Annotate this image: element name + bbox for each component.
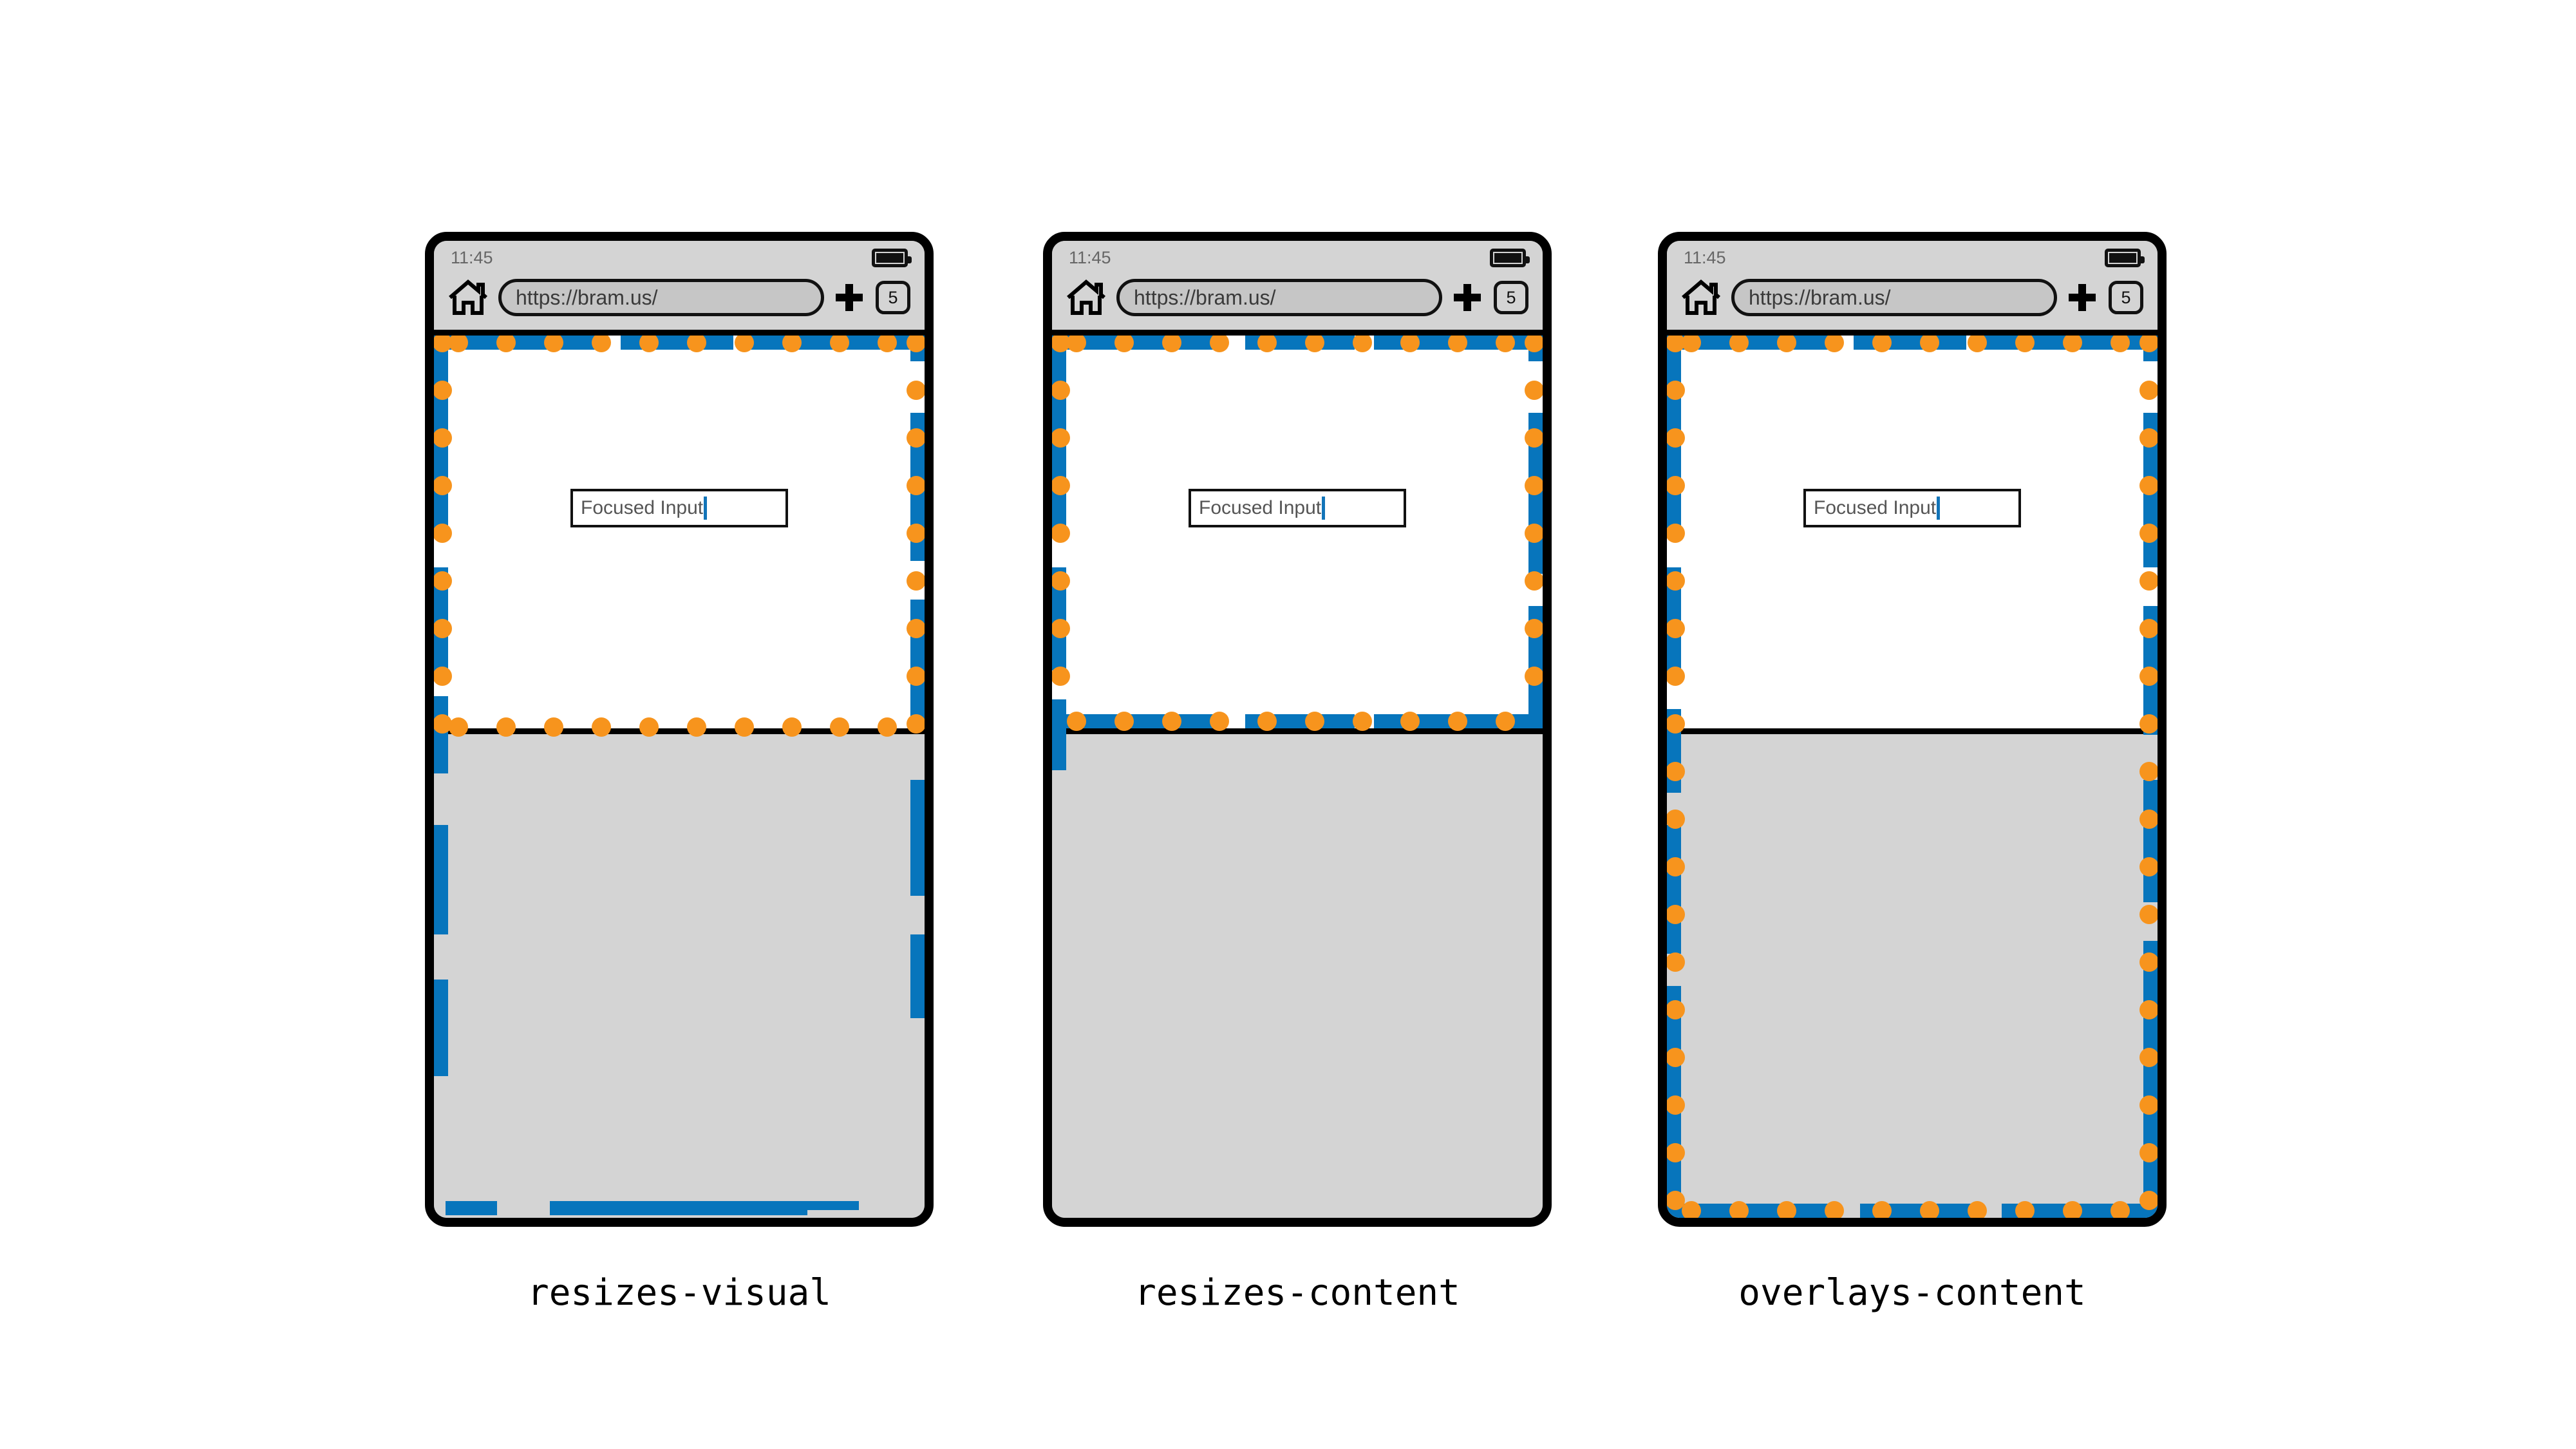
web-content-area: Focused Input xyxy=(434,336,925,734)
caption-overlays-content: overlays-content xyxy=(1738,1272,2086,1314)
url-text: https://bram.us/ xyxy=(1134,286,1276,309)
status-bar: 11:45 xyxy=(434,241,925,270)
url-text: https://bram.us/ xyxy=(516,286,658,309)
browser-toolbar: https://bram.us/ 5 xyxy=(1667,270,2158,330)
phone-viewport: Focused Input xyxy=(434,336,925,1218)
focused-input-value: Focused Input xyxy=(581,497,704,518)
tab-count-button[interactable]: 5 xyxy=(1494,281,1528,314)
focused-input-field[interactable]: Focused Input xyxy=(1189,489,1406,527)
focused-input-field[interactable]: Focused Input xyxy=(1803,489,2021,527)
status-bar: 11:45 xyxy=(1667,241,2158,270)
home-icon[interactable] xyxy=(448,279,488,316)
text-caret xyxy=(1322,497,1326,520)
focused-input-field[interactable]: Focused Input xyxy=(570,489,788,527)
home-icon[interactable] xyxy=(1681,279,1721,316)
focused-input-row: Focused Input xyxy=(1667,489,2158,527)
tab-count-button[interactable]: 5 xyxy=(876,281,910,314)
status-bar: 11:45 xyxy=(1052,241,1543,270)
home-icon[interactable] xyxy=(1066,279,1106,316)
url-bar[interactable]: https://bram.us/ xyxy=(498,279,824,316)
plus-icon[interactable] xyxy=(836,284,863,311)
url-bar[interactable]: https://bram.us/ xyxy=(1116,279,1442,316)
battery-full-icon xyxy=(872,248,912,267)
status-clock: 11:45 xyxy=(1069,247,1111,267)
status-clock: 11:45 xyxy=(1684,247,1726,267)
battery-full-icon xyxy=(2105,248,2145,267)
battery-full-icon xyxy=(1490,248,1530,267)
plus-icon[interactable] xyxy=(1454,284,1481,311)
phone-viewport: Focused Input xyxy=(1667,336,2158,1218)
browser-chrome: 11:45 https://bram.us/ 5 xyxy=(1667,241,2158,336)
plus-icon[interactable] xyxy=(2069,284,2096,311)
phone-mockup-resizes-visual: 11:45 https://bram.us/ 5 xyxy=(425,232,934,1227)
web-content-area: Focused Input xyxy=(1667,336,2158,734)
browser-toolbar: https://bram.us/ 5 xyxy=(1052,270,1543,330)
tab-count-button[interactable]: 5 xyxy=(2109,281,2143,314)
url-bar[interactable]: https://bram.us/ xyxy=(1731,279,2057,316)
phone-mockup-resizes-content: 11:45 https://bram.us/ 5 xyxy=(1043,232,1552,1227)
phone-screen: 11:45 https://bram.us/ 5 xyxy=(1052,241,1543,1218)
caption-resizes-content: resizes-content xyxy=(1134,1272,1460,1314)
text-caret xyxy=(1937,497,1941,520)
text-caret xyxy=(704,497,708,520)
caption-resizes-visual: resizes-visual xyxy=(527,1272,831,1314)
browser-toolbar: https://bram.us/ 5 xyxy=(434,270,925,330)
virtual-keyboard-area xyxy=(1052,734,1543,1218)
focused-input-value: Focused Input xyxy=(1814,497,1937,518)
focused-input-value: Focused Input xyxy=(1199,497,1322,518)
phone-screen: 11:45 https://bram.us/ 5 xyxy=(1667,241,2158,1218)
virtual-keyboard-area xyxy=(1667,734,2158,1218)
virtual-keyboard-area xyxy=(434,734,925,1218)
focused-input-row: Focused Input xyxy=(1052,489,1543,527)
status-clock: 11:45 xyxy=(451,247,493,267)
web-content-area: Focused Input xyxy=(1052,336,1543,734)
phone-viewport: Focused Input xyxy=(1052,336,1543,1218)
url-text: https://bram.us/ xyxy=(1749,286,1891,309)
browser-chrome: 11:45 https://bram.us/ 5 xyxy=(434,241,925,336)
focused-input-row: Focused Input xyxy=(434,489,925,527)
browser-chrome: 11:45 https://bram.us/ 5 xyxy=(1052,241,1543,336)
phone-mockup-overlays-content: 11:45 https://bram.us/ 5 xyxy=(1658,232,2167,1227)
phone-screen: 11:45 https://bram.us/ 5 xyxy=(434,241,925,1218)
